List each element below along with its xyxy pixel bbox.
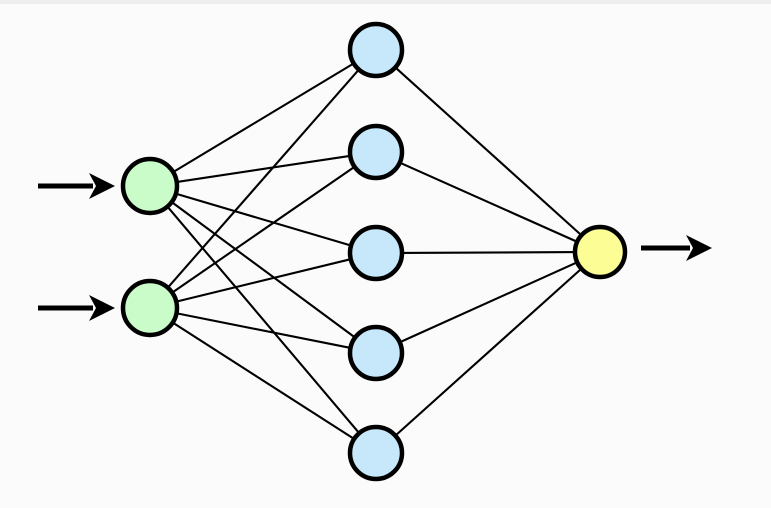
- edge-i1-h4: [169, 200, 358, 340]
- edge-i2-h1: [165, 67, 361, 290]
- nodes-group: [120, 21, 628, 482]
- node-circle-h2[interactable]: [347, 123, 405, 181]
- node-h1[interactable]: [347, 21, 405, 79]
- node-circle-h4[interactable]: [347, 324, 405, 382]
- node-h5[interactable]: [347, 424, 405, 482]
- node-circle-h3[interactable]: [347, 224, 405, 282]
- io-arrows-group: [38, 173, 712, 321]
- edge-i2-h3: [174, 257, 353, 304]
- node-i2[interactable]: [120, 278, 180, 338]
- hidden-layer: [347, 21, 405, 482]
- node-circle-o1[interactable]: [572, 224, 628, 280]
- edge-i2-h2: [169, 164, 357, 295]
- edge-h5-o1: [393, 266, 584, 438]
- output-arrow-head-icon: [686, 235, 712, 261]
- edge-i1-h3: [173, 192, 354, 248]
- node-circle-h5[interactable]: [347, 424, 405, 482]
- input-arrow-top: [38, 173, 115, 199]
- node-i1[interactable]: [120, 156, 180, 216]
- edge-i1-h5: [165, 204, 362, 436]
- edge-i2-h5: [170, 320, 357, 441]
- edge-h4-o1: [397, 260, 580, 345]
- input-layer: [120, 156, 180, 338]
- edge-h3-o1: [399, 251, 578, 254]
- node-h3[interactable]: [347, 224, 405, 282]
- top-edge-strip: [0, 0, 771, 4]
- node-circle-i2[interactable]: [120, 278, 180, 338]
- input-arrow-top-head-icon: [89, 173, 115, 199]
- edge-i1-h1: [170, 61, 356, 175]
- edges-group: [165, 61, 584, 441]
- input-arrow-bottom-head-icon: [89, 295, 115, 321]
- node-o1[interactable]: [572, 224, 628, 280]
- node-circle-i1[interactable]: [120, 156, 180, 216]
- edge-i1-h2: [174, 154, 353, 184]
- edge-h1-o1: [393, 65, 584, 238]
- node-circle-h1[interactable]: [347, 21, 405, 79]
- output-layer: [572, 224, 628, 280]
- node-h4[interactable]: [347, 324, 405, 382]
- output-arrow: [641, 235, 712, 261]
- edge-h2-o1: [397, 160, 580, 244]
- edge-i2-h4: [174, 311, 353, 350]
- node-h2[interactable]: [347, 123, 405, 181]
- input-arrow-bottom: [38, 295, 115, 321]
